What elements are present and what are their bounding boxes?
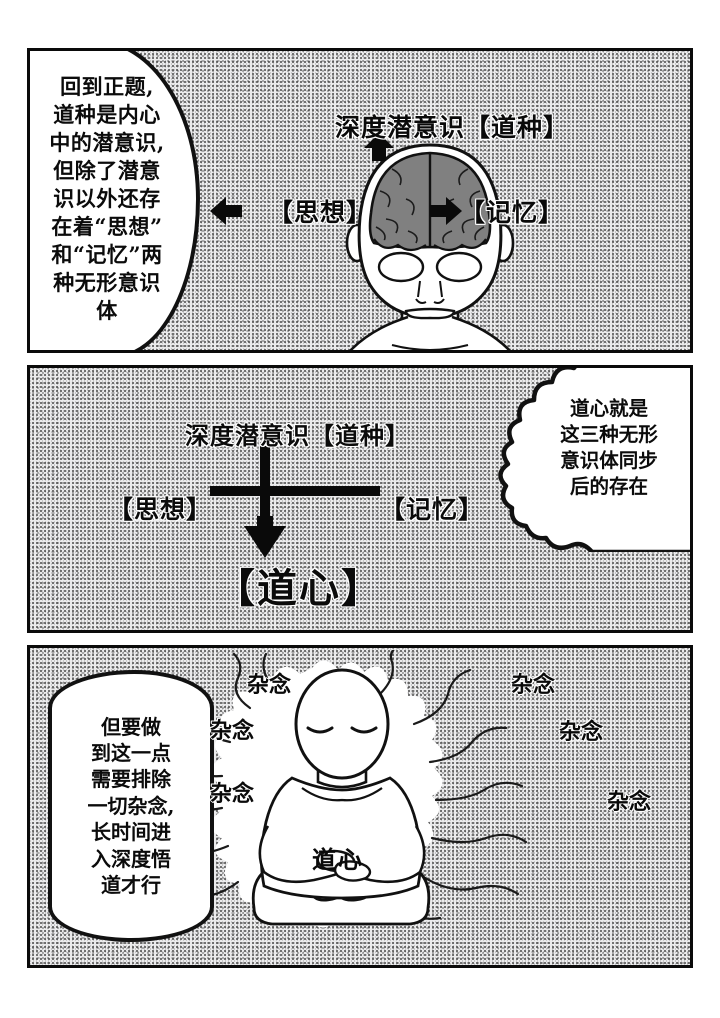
speech-balloon-panel-3: 但要做 到这一点 需要排除 一切杂念, 长时间进 入深度悟 道才行 [48,670,214,942]
balloon-line: 在着“思想” [51,213,163,239]
balloon-line: 一切杂念, [87,793,175,818]
balloon-line: 需要排除 [91,767,171,792]
balloon-line: 回到正题, [60,74,154,100]
label-memory: 【记忆】 [460,198,565,227]
balloon-line: 到这一点 [91,741,171,766]
arrow-right-icon [430,196,462,230]
comic-panel-3: 道心 杂念 杂念 杂念 杂念 杂念 杂念 但要做 到这一点 需要排除 一切杂念,… [27,645,693,968]
chest-label-daoxin: 道心 [312,846,364,874]
balloon-line: 但要做 [101,714,161,739]
speech-balloon-panel-1: 回到正题, 道种是内心 中的潜意识, 但除了潜意 识以外还存 在着“思想” 和“… [30,51,200,350]
balloon-line: 长时间进 [91,820,171,845]
balloon-line: 意识体同步 [560,449,658,472]
balloon-line: 和“记忆”两 [51,241,163,267]
balloon-line: 入深度悟 [91,846,171,871]
cloud-balloon-shape [498,368,690,552]
balloon-line: 道才行 [101,872,161,897]
balloon-line: 识以外还存 [53,186,161,212]
label-thought: 【思想】 [108,495,213,524]
balloon-line: 体 [96,297,118,323]
balloon-line: 道心就是 [569,396,648,420]
distraction-label: 杂念 [559,720,604,745]
label-deep-subconscious: 深度潜意识【道种】 [335,113,570,142]
label-thought: 【思想】 [268,198,373,227]
label-deep-subconscious: 深度潜意识【道种】 [185,422,410,450]
label-memory: 【记忆】 [380,495,485,524]
head-with-brain-illustration [330,139,530,350]
distraction-label: 杂念 [210,719,255,744]
cross-diagram [210,446,430,568]
balloon-line: 但除了潜意 [53,158,161,184]
balloon-line: 这三种无形 [560,422,658,446]
balloon-line: 中的潜意识, [49,130,165,156]
arrow-up-icon [362,133,396,165]
distraction-label: 杂念 [607,790,652,815]
comic-panel-2: 深度潜意识【道种】 【思想】 【记忆】 【道心】 道心就是 这三种无形 意识体同… [27,365,693,633]
meditating-figure-illustration [142,648,582,965]
balloon-line: 道种是内心 [53,102,161,128]
balloon-line: 后的存在 [569,475,648,499]
speech-balloon-panel-2: 道心就是 这三种无形 意识体同步 后的存在 [496,368,690,552]
distraction-label: 杂念 [247,673,292,698]
label-daoxin-result: 【道心】 [215,566,383,612]
distraction-label: 杂念 [210,782,255,807]
comic-panel-1: 深度潜意识【道种】 【思想】 【记忆】 回到正题, 道种是内心 中的潜意识, 但… [27,48,693,353]
balloon-line: 种无形意识 [53,269,161,295]
arrow-left-icon [210,196,242,230]
distraction-label: 杂念 [511,673,556,698]
